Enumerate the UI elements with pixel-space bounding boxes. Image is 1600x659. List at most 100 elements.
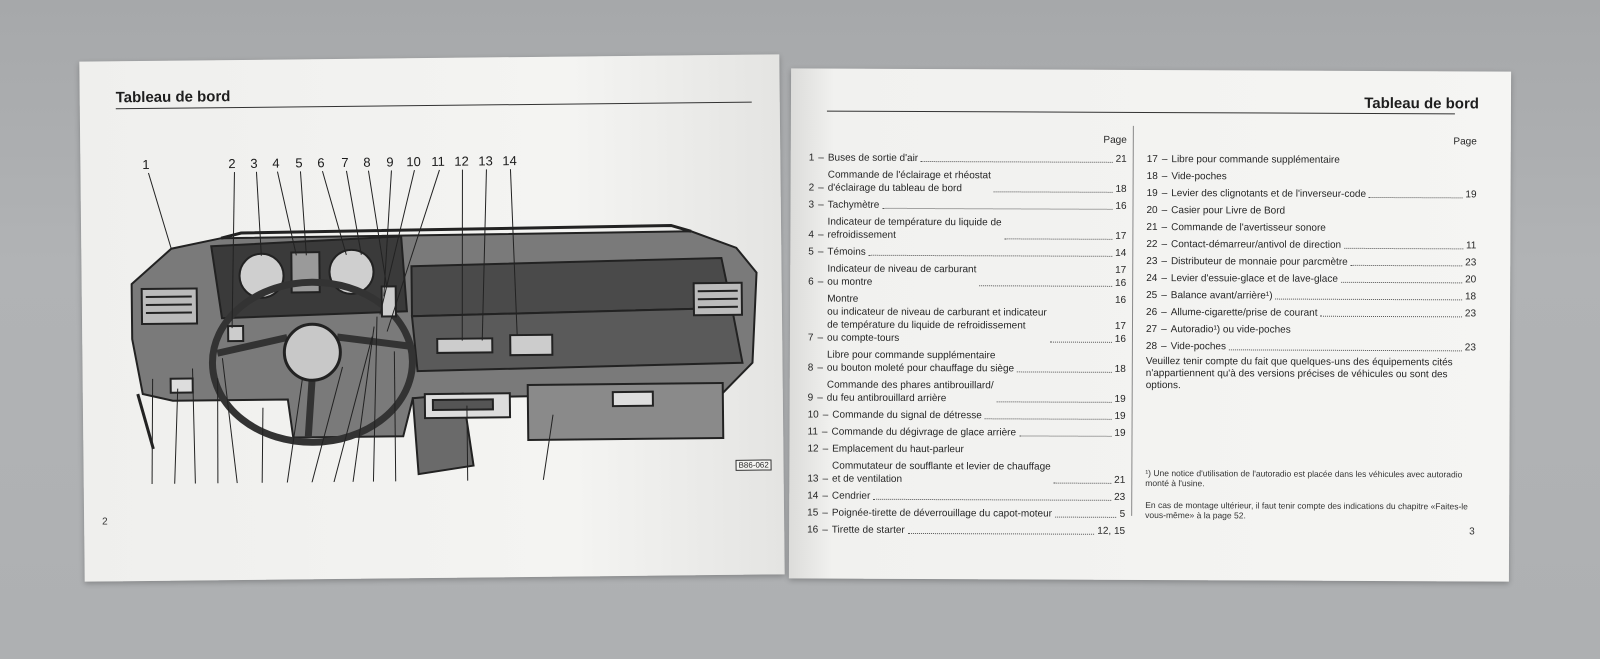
entry-text: Distributeur de monnaie pour parcmètre xyxy=(1170,256,1348,268)
entry-page: 12, 15 xyxy=(1097,525,1126,537)
entry-text: ou montre xyxy=(827,276,873,288)
entry-number: 25 xyxy=(1146,289,1158,302)
entry-page: 23 xyxy=(1114,491,1126,503)
entry-text: Vide-poches xyxy=(1170,341,1227,353)
entry-dash: – xyxy=(818,182,824,194)
entry-page: 17 xyxy=(1115,264,1127,276)
figure-reference-code: B86-062 xyxy=(735,459,772,471)
entry-text: Vide-poches xyxy=(1171,171,1227,183)
leader-dots xyxy=(1019,435,1112,437)
callout-6: 6 xyxy=(317,155,324,170)
entry-page xyxy=(1115,307,1126,320)
entry-page: 16 xyxy=(1114,333,1126,345)
entry-dash: – xyxy=(1161,154,1168,166)
entry-number: 3 xyxy=(808,199,815,211)
leader-dots xyxy=(1053,482,1112,484)
entry-page: 18 xyxy=(1464,291,1477,303)
entry-number: 1 xyxy=(808,152,815,164)
entry-page: 21 xyxy=(1115,153,1127,165)
entry-text: Contact-démarreur/antivol de direction xyxy=(1171,239,1342,251)
entry-number: 23 xyxy=(1146,255,1158,268)
entry-dash: – xyxy=(822,524,828,536)
entry-text: ou indicateur de niveau de carburant et … xyxy=(827,306,1047,319)
leader-dots xyxy=(984,418,1112,420)
entry-dash: – xyxy=(817,276,824,288)
footnote-2: En cas de montage ultérieur, il faut ten… xyxy=(1145,499,1468,521)
entry-number: 9 xyxy=(807,392,814,404)
leader-dots xyxy=(1228,349,1462,352)
entry-text: Cendrier xyxy=(831,490,871,502)
entry-text: ou compte-tours xyxy=(827,332,900,344)
index-entry: 24–Levier d'essuie-glace et de lave-glac… xyxy=(1146,272,1476,286)
entry-text: Autoradio¹) ou vide-poches xyxy=(1170,324,1291,336)
entry-dash: – xyxy=(1161,290,1167,302)
index-entry: 19–Levier des clignotants et de l'invers… xyxy=(1147,187,1477,201)
entry-dash: – xyxy=(818,152,824,164)
entry-page: 14 xyxy=(1115,247,1127,259)
entry-text: ou bouton moleté pour chauffage du siège xyxy=(826,362,1015,375)
callout-4: 4 xyxy=(272,156,279,171)
entry-page xyxy=(1285,205,1288,218)
entry-dash: – xyxy=(817,246,824,258)
entry-number: 24 xyxy=(1146,272,1158,285)
leader-dots xyxy=(1049,341,1112,343)
entry-dash: – xyxy=(1161,205,1168,217)
callout-5: 5 xyxy=(295,155,302,170)
entry-page: 21 xyxy=(1114,474,1126,486)
index-entry: 20–Casier pour Livre de Bord xyxy=(1146,204,1476,218)
entry-number: 15 xyxy=(807,507,819,519)
entry-dash: – xyxy=(822,507,828,519)
entry-number: 13 xyxy=(807,473,819,485)
right-page: Tableau de bord Page 1–Buses de sortie d… xyxy=(788,68,1512,582)
index-entry: 27–Autoradio¹) ou vide-poches xyxy=(1146,323,1476,337)
leader-dots xyxy=(1054,516,1117,518)
dashboard-illustration: 1 2 3 4 5 6 7 8 9 10 11 12 13 14 15 16 1… xyxy=(130,153,758,485)
left-page: Tableau de bord xyxy=(79,54,785,582)
left-page-title: Tableau de bord xyxy=(115,88,231,107)
leader-dots xyxy=(873,498,1112,501)
entry-dash: – xyxy=(817,392,823,404)
leader-dots xyxy=(1344,247,1463,250)
entry-text: Commande de l'avertisseur sonore xyxy=(1171,222,1326,234)
index-list-2: 17–Libre pour commande supplémentaire 18… xyxy=(1146,153,1477,354)
leader-dots xyxy=(1004,238,1113,240)
entry-text: Poignée-tirette de déverrouillage du cap… xyxy=(831,507,1053,520)
entry-number: 18 xyxy=(1146,170,1158,183)
index-column-2: Page 17–Libre pour commande supplémentai… xyxy=(1146,134,1477,358)
entry-page: 23 xyxy=(1464,308,1477,320)
callout-7: 7 xyxy=(341,155,348,170)
entry-text: Allume-cigarette/prise de courant xyxy=(1170,307,1318,319)
callout-10: 10 xyxy=(406,154,421,169)
entry-dash: – xyxy=(817,332,824,344)
entry-text: Indicateur de température du liquide de xyxy=(827,216,1002,229)
entry-page: 16 xyxy=(1115,277,1127,289)
entry-text: Montre xyxy=(827,293,859,305)
entry-dash: – xyxy=(1161,341,1167,353)
entry-text: Commutateur de soufflante et levier de c… xyxy=(832,460,1051,473)
entry-text: refroidissement xyxy=(827,229,896,241)
options-note: Veuillez tenir compte du fait que quelqu… xyxy=(1145,355,1453,392)
entry-dash: – xyxy=(1161,222,1168,234)
entry-number: 28 xyxy=(1145,340,1158,353)
entry-dash: – xyxy=(1161,171,1168,183)
leader-dots xyxy=(882,207,1113,210)
column-divider xyxy=(1131,125,1134,516)
index-entry: 13–Commutateur de soufflante et levier d… xyxy=(807,460,1125,487)
entry-dash: – xyxy=(822,443,829,455)
right-page-number: 3 xyxy=(1469,526,1475,538)
entry-text: Levier des clignotants et de l'inverseur… xyxy=(1171,188,1367,200)
callout-11: 11 xyxy=(431,154,445,169)
entry-text: Casier pour Livre de Bord xyxy=(1171,205,1286,217)
entry-number: 6 xyxy=(808,276,814,288)
entry-page: 5 xyxy=(1119,508,1126,520)
footnote: ¹) Une notice d'utilisation de l'autorad… xyxy=(1145,467,1463,489)
index-entry: 17–Libre pour commande supplémentaire xyxy=(1147,153,1477,167)
entry-dash: – xyxy=(1161,239,1168,251)
entry-page xyxy=(1326,222,1329,235)
